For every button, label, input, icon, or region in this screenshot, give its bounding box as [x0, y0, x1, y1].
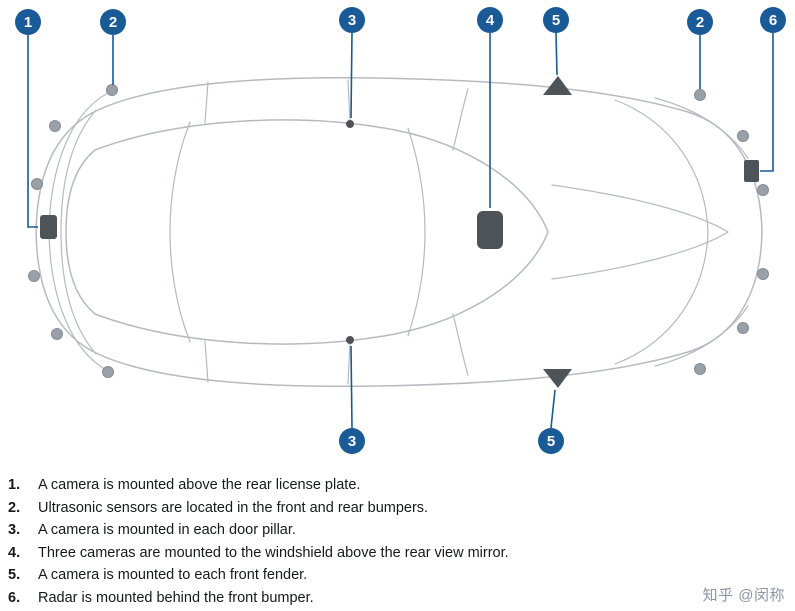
callout-badge-2-left: 2	[100, 9, 126, 35]
hood-line-lower	[551, 231, 729, 280]
ultrasonic-sensor-dot	[106, 84, 118, 96]
ultrasonic-sensor-dot	[694, 363, 706, 375]
front-radar-marker	[744, 160, 759, 182]
rear-door-seam-bottom	[204, 340, 209, 383]
windshield-top-line	[407, 127, 426, 337]
legend-item-text: A camera is mounted above the rear licen…	[38, 477, 361, 493]
rear-door-seam-top	[204, 81, 209, 124]
legend-item-number: 5.	[8, 567, 21, 584]
callout-badge-6: 6	[760, 7, 786, 33]
svg-text:2: 2	[109, 14, 117, 31]
b-pillar-seam-top	[347, 79, 351, 123]
headlight-line-top	[654, 97, 749, 159]
car-body-outline	[35, 76, 763, 388]
rear-trunk-line	[60, 109, 97, 355]
frunk-seam	[614, 99, 709, 365]
ultrasonic-sensor-dot	[31, 178, 43, 190]
legend-item-text: A camera is mounted in each door pillar.	[38, 522, 296, 539]
door-pillar-camera-bottom	[346, 336, 354, 344]
legend-item-text: A camera is mounted to each front fender…	[38, 567, 308, 584]
leader-line-3-top	[350, 32, 353, 119]
ultrasonic-sensor-dot	[757, 268, 769, 280]
watermark: 知乎 @闵称	[702, 587, 785, 604]
front-fender-camera-top	[543, 76, 572, 95]
legend-item-number: 2.	[8, 499, 21, 516]
leader-line-3-bottom	[350, 345, 353, 429]
svg-text:4: 4	[486, 12, 495, 29]
svg-text:3: 3	[348, 12, 356, 29]
ultrasonic-sensor-dot	[49, 120, 61, 132]
cabin-outline	[65, 119, 549, 345]
svg-text:1: 1	[24, 14, 32, 31]
b-pillar-seam-bottom	[347, 341, 351, 385]
car-body	[35, 76, 763, 388]
ultrasonic-sensor-dot	[737, 322, 749, 334]
legend-item-text: Ultrasonic sensors are located in the fr…	[38, 499, 429, 516]
svg-text:2: 2	[696, 14, 704, 31]
svg-text:3: 3	[348, 433, 356, 450]
legend-item: 3. A camera is mounted in each door pill…	[8, 519, 795, 542]
sensor-location-diagram: 1 2 3 4 5 2 6 3	[15, 7, 786, 454]
legend-item: 6. Radar is mounted behind the front bum…	[8, 587, 795, 610]
leader-line-5-bottom	[550, 389, 556, 429]
windshield-camera-marker	[477, 211, 503, 249]
legend-item: 2. Ultrasonic sensors are located in the…	[8, 497, 795, 520]
legend-item-number: 1.	[8, 477, 21, 493]
legend-list: 1. A camera is mounted above the rear li…	[0, 460, 795, 610]
callout-badge-2-right: 2	[687, 9, 713, 35]
leader-line-1	[27, 35, 38, 228]
legend-item-text: Radar is mounted behind the front bumper…	[38, 589, 314, 606]
headlight-line-bottom	[654, 305, 749, 367]
ultrasonic-sensor-dot	[28, 270, 40, 282]
callout-badge-5-bottom: 5	[538, 428, 564, 454]
ultrasonic-sensors-rear	[28, 84, 118, 378]
leader-lines	[27, 32, 774, 429]
callout-badge-1: 1	[15, 9, 41, 35]
ultrasonic-sensors-front	[694, 89, 769, 375]
legend-item-text: Three cameras are mounted to the windshi…	[38, 544, 509, 561]
front-fender-camera-bottom	[543, 369, 572, 388]
ultrasonic-sensor-dot	[757, 184, 769, 196]
camera-markers	[40, 76, 759, 388]
callout-badges: 1 2 3 4 5 2 6 3	[15, 7, 786, 454]
hood-line-upper	[551, 184, 729, 233]
legend-item-number: 4.	[8, 544, 21, 561]
legend-item-number: 3.	[8, 522, 21, 539]
front-door-seam-bottom	[452, 313, 469, 376]
callout-badge-4: 4	[477, 7, 503, 33]
front-door-seam-top	[452, 88, 469, 151]
rear-license-plate-camera-marker	[40, 215, 57, 239]
callout-badge-5-top: 5	[543, 7, 569, 33]
svg-text:5: 5	[552, 12, 560, 29]
ultrasonic-sensor-dot	[737, 130, 749, 142]
svg-text:5: 5	[547, 433, 555, 450]
callout-badge-3-bottom: 3	[339, 428, 365, 454]
ultrasonic-sensor-dot	[694, 89, 706, 101]
rear-window-line	[169, 121, 191, 343]
leader-line-6	[760, 33, 774, 172]
legend-item: 1. A camera is mounted above the rear li…	[8, 474, 795, 497]
svg-text:6: 6	[769, 12, 777, 29]
callout-badge-3-top: 3	[339, 7, 365, 33]
ultrasonic-sensor-dot	[51, 328, 63, 340]
legend-item: 4. Three cameras are mounted to the wind…	[8, 542, 795, 565]
legend-item: 5. A camera is mounted to each front fen…	[8, 564, 795, 587]
legend-item-number: 6.	[8, 589, 21, 606]
car-top-view-diagram: 1 2 3 4 5 2 6 3	[15, 7, 786, 454]
door-pillar-camera-top	[346, 120, 354, 128]
ultrasonic-sensor-dot	[102, 366, 114, 378]
leader-line-5-top	[555, 32, 558, 76]
